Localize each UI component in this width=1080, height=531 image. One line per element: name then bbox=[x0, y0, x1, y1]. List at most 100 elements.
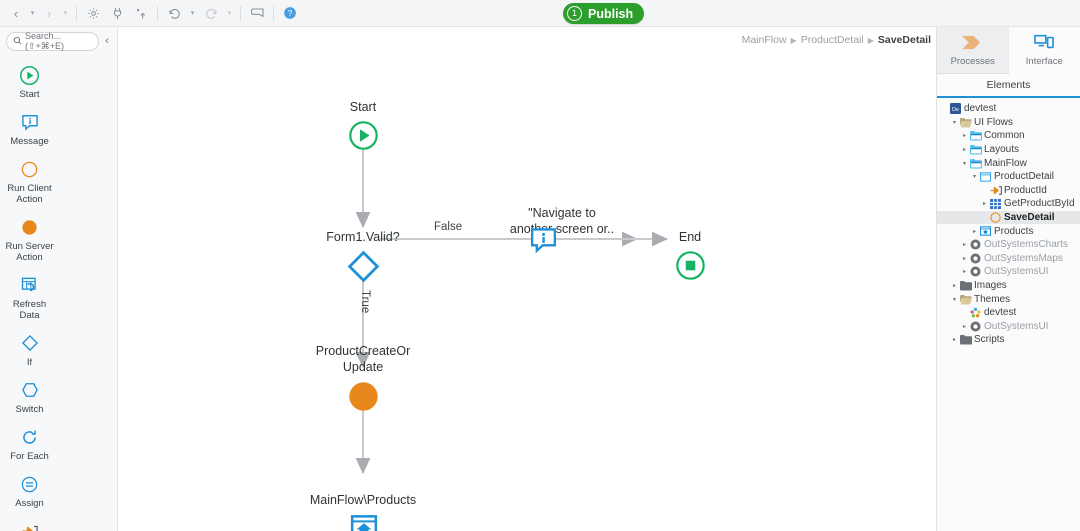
chevron-right-icon[interactable]: ▸ bbox=[962, 242, 966, 249]
gear-icon[interactable] bbox=[81, 0, 105, 26]
message-node-icon[interactable] bbox=[528, 224, 559, 260]
start-node-icon[interactable] bbox=[348, 120, 379, 156]
tree-item-themes[interactable]: ▾Themes bbox=[937, 292, 1080, 306]
publish-label: Publish bbox=[588, 6, 634, 21]
tree-item-layouts[interactable]: ▸Layouts bbox=[937, 143, 1080, 157]
back-button[interactable]: ‹ bbox=[13, 5, 19, 21]
folder-open-icon bbox=[959, 117, 972, 128]
tree-item-products[interactable]: ▸Products bbox=[937, 224, 1080, 238]
breadcrumb: MainFlow ▶ ProductDetail ▶ SaveDetail bbox=[742, 34, 931, 46]
chevron-right-icon[interactable]: ▸ bbox=[972, 228, 976, 235]
chevron-right-icon[interactable]: ▸ bbox=[962, 255, 966, 262]
tab-interface[interactable]: Interface bbox=[1008, 27, 1080, 74]
edge-label-false: False bbox=[434, 221, 463, 233]
palette-item-assign[interactable]: Assign bbox=[0, 466, 59, 513]
palette-item-switch[interactable]: Switch bbox=[0, 372, 59, 419]
flow-canvas[interactable]: MainFlow ▶ ProductDetail ▶ SaveDetail St… bbox=[119, 27, 935, 531]
if-node-icon[interactable] bbox=[346, 249, 381, 289]
chevron-down-icon[interactable]: ▾ bbox=[962, 160, 966, 167]
palette-item-start[interactable]: Start bbox=[0, 57, 59, 104]
palette-item-label: Start bbox=[19, 89, 40, 100]
collapse-panel-button[interactable]: ‹ bbox=[105, 35, 109, 47]
for-each-icon bbox=[2, 425, 57, 449]
message-icon bbox=[2, 110, 57, 134]
dependencies-icon[interactable] bbox=[129, 0, 153, 26]
palette-item-for-each[interactable]: For Each bbox=[0, 419, 59, 466]
tab-processes[interactable]: Processes bbox=[937, 27, 1009, 74]
toolbox-panel: Search... (⇧+⌘+E) ‹ Start Message Run Cl… bbox=[0, 27, 118, 531]
input-param-icon bbox=[989, 185, 1002, 196]
run-client-action-icon bbox=[2, 157, 57, 181]
chevron-right-icon[interactable]: ▸ bbox=[982, 201, 986, 208]
chevron-down-icon[interactable]: ▾ bbox=[952, 119, 956, 126]
tree-item-savedetail[interactable]: SaveDetail bbox=[937, 210, 1080, 225]
undo-dropdown-caret-icon[interactable]: ▾ bbox=[190, 10, 195, 17]
palette-item-message[interactable]: Message bbox=[0, 104, 59, 151]
redo-dropdown-caret-icon[interactable]: ▾ bbox=[227, 10, 232, 17]
tree-item-outsystemscharts[interactable]: ▸OutSystemsCharts bbox=[937, 238, 1080, 252]
back-dropdown-caret-icon[interactable]: ▾ bbox=[30, 10, 35, 17]
run-server-action-icon bbox=[2, 215, 57, 239]
producer-icon bbox=[969, 253, 982, 264]
palette-item-label: Switch bbox=[15, 404, 44, 415]
tree-item-productdetail[interactable]: ▾ProductDetail bbox=[937, 170, 1080, 184]
tree-item-ui-flows[interactable]: ▾UI Flows bbox=[937, 116, 1080, 130]
tree-item-scripts[interactable]: ▸Scripts bbox=[937, 333, 1080, 347]
chevron-down-icon[interactable]: ▾ bbox=[972, 174, 976, 181]
tree-item-common[interactable]: ▸Common bbox=[937, 129, 1080, 143]
toolbar-divider bbox=[273, 5, 274, 21]
breadcrumb-separator: ▶ bbox=[867, 35, 874, 45]
processes-icon bbox=[960, 34, 985, 54]
undo-icon[interactable] bbox=[162, 0, 186, 26]
forward-dropdown-caret-icon[interactable]: ▾ bbox=[63, 10, 68, 17]
tree-item-label: Images bbox=[974, 280, 1007, 292]
breadcrumb-item-1[interactable]: ProductDetail bbox=[800, 34, 864, 46]
tree-item-getproductbyid[interactable]: ▸GetProductById bbox=[937, 197, 1080, 211]
chevron-right-icon[interactable]: ▸ bbox=[962, 133, 966, 140]
search-placeholder: Search... (⇧+⌘+E) bbox=[25, 30, 65, 51]
redo-icon[interactable] bbox=[199, 0, 223, 26]
publish-button[interactable]: 1 Publish bbox=[563, 3, 645, 24]
toolbar-divider bbox=[240, 5, 241, 21]
forward-button[interactable]: › bbox=[46, 5, 52, 21]
palette-item-refresh-data[interactable]: Refresh Data bbox=[0, 267, 59, 325]
help-icon[interactable]: ? bbox=[278, 0, 302, 26]
tree-item-mainflow[interactable]: ▾MainFlow bbox=[937, 156, 1080, 170]
node-label-if: Form1.Valid? bbox=[326, 230, 400, 244]
breadcrumb-item-0[interactable]: MainFlow bbox=[741, 34, 787, 46]
chevron-right-icon[interactable]: ▸ bbox=[952, 283, 956, 290]
interface-icon bbox=[1033, 33, 1055, 54]
assign-icon bbox=[2, 472, 57, 496]
destination-node-icon[interactable] bbox=[349, 512, 379, 531]
chevron-down-icon[interactable]: ▾ bbox=[952, 296, 956, 303]
plug-icon[interactable] bbox=[105, 0, 129, 26]
chevron-right-icon[interactable]: ▸ bbox=[952, 337, 956, 344]
tree-item-outsystemsmaps[interactable]: ▸ OutSystemsMaps bbox=[937, 252, 1080, 266]
tree-item-label: OutSystemsMaps bbox=[984, 252, 1063, 264]
palette-item-run-server-action[interactable]: Run Server Action bbox=[0, 209, 59, 267]
palette-item-json-serialize[interactable]: JSON Serialize bbox=[0, 513, 59, 531]
tree-item-outsystemsui[interactable]: ▸ OutSystemsUI bbox=[937, 320, 1080, 334]
tree-item-productid[interactable]: ProductId bbox=[937, 184, 1080, 198]
search-input[interactable]: Search... (⇧+⌘+E) bbox=[6, 30, 99, 51]
end-node-icon[interactable] bbox=[675, 250, 706, 286]
palette-item-label: Message bbox=[10, 136, 49, 147]
json-serialize-icon bbox=[2, 519, 57, 531]
chevron-right-icon[interactable]: ▸ bbox=[962, 147, 966, 154]
chevron-right-icon[interactable]: ▸ bbox=[962, 323, 966, 330]
tree-item-outsystemsui[interactable]: ▸OutSystemsUI bbox=[937, 265, 1080, 279]
tree-item-label: ProductId bbox=[1004, 184, 1047, 196]
run-server-action-node-icon[interactable] bbox=[348, 381, 379, 417]
chevron-right-icon[interactable]: ▸ bbox=[962, 269, 966, 276]
producer-icon bbox=[969, 266, 982, 277]
tree-item-label: OutSystemsUI bbox=[984, 320, 1049, 332]
publish-count-badge: 1 bbox=[567, 6, 582, 21]
feedback-icon[interactable] bbox=[245, 0, 269, 26]
palette-item-run-client-action[interactable]: Run Client Action bbox=[0, 151, 59, 209]
palette-item-if[interactable]: If bbox=[0, 325, 59, 372]
tree-item-devtest[interactable]: devtest bbox=[937, 306, 1080, 320]
tree-item-images[interactable]: ▸ Images bbox=[937, 279, 1080, 293]
toolbar-divider bbox=[76, 5, 77, 21]
